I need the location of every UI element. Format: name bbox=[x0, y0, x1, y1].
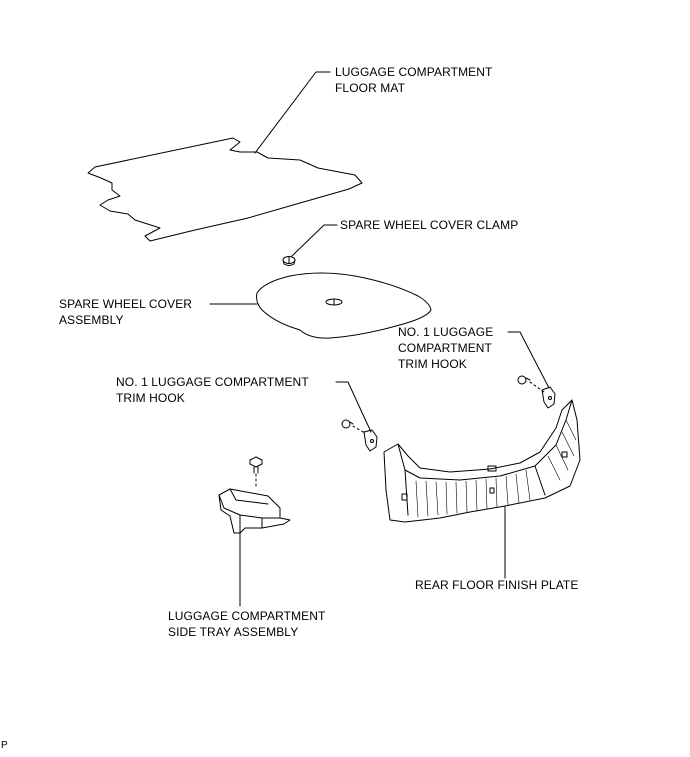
label-spare-wheel-cover-assembly: SPARE WHEEL COVER ASSEMBLY bbox=[59, 297, 193, 327]
label-floor-mat: LUGGAGE COMPARTMENT FLOOR MAT bbox=[335, 65, 493, 95]
spare-wheel-cover-clamp-drawing bbox=[282, 256, 296, 266]
leader-lines bbox=[209, 71, 550, 607]
leader-floor-mat bbox=[254, 71, 331, 154]
corner-mark: P bbox=[1, 740, 8, 751]
trim-hook-right-drawing bbox=[517, 375, 556, 409]
spare-wheel-cover-drawing bbox=[256, 272, 432, 339]
leader-trim-hook-left bbox=[335, 381, 372, 433]
side-tray-bolt-drawing bbox=[249, 456, 263, 489]
leader-trim-hook-right bbox=[507, 331, 550, 389]
floor-mat-drawing bbox=[87, 137, 363, 242]
label-trim-hook-right: NO. 1 LUGGAGE COMPARTMENT TRIM HOOK bbox=[398, 325, 494, 371]
label-spare-wheel-cover-clamp: SPARE WHEEL COVER CLAMP bbox=[340, 218, 519, 232]
trim-hook-left-drawing bbox=[341, 419, 378, 452]
side-tray-drawing bbox=[218, 488, 291, 534]
rear-floor-finish-plate-drawing bbox=[383, 399, 581, 523]
label-rear-floor-finish-plate: REAR FLOOR FINISH PLATE bbox=[415, 578, 579, 592]
label-trim-hook-left: NO. 1 LUGGAGE COMPARTMENT TRIM HOOK bbox=[116, 375, 309, 405]
label-side-tray-assembly: LUGGAGE COMPARTMENT SIDE TRAY ASSEMBLY bbox=[168, 609, 326, 639]
leader-spare-wheel-cover-clamp bbox=[291, 224, 338, 257]
